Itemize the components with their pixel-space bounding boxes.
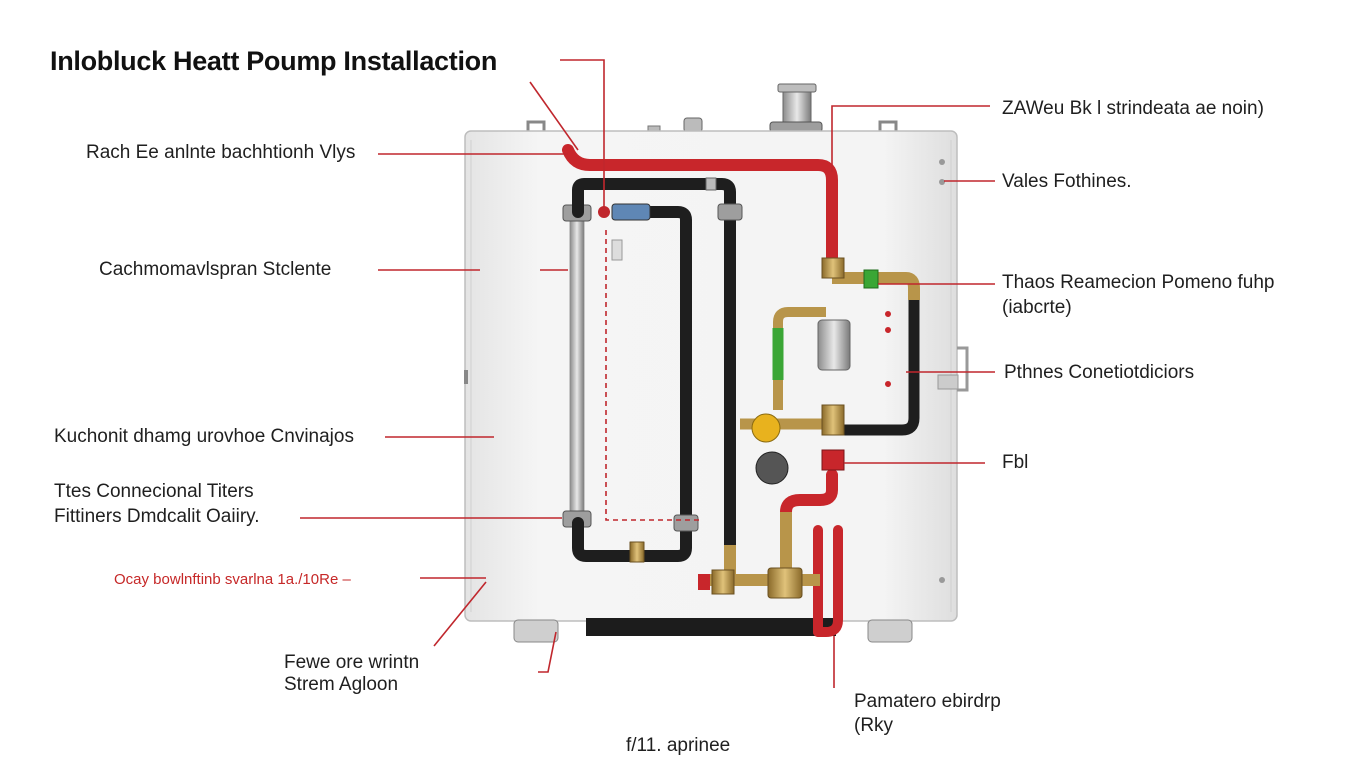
label-bottom-left-a: Fewe ore wrintn: [284, 652, 420, 673]
black-loop-pipe: [572, 177, 743, 563]
brass-manifold: [611, 239, 920, 599]
label-right-4: Pthnes Conetiotdiciors: [1004, 362, 1195, 383]
label-left-3: Kuchonit dhamg urovhoe Cnvinajos: [54, 426, 354, 447]
leader-lines: [300, 59, 995, 688]
label-bottom-right-a: Pamatero ebirdrp: [854, 691, 1001, 712]
label-left-2: Cachmomavlspran Stclente: [99, 259, 332, 280]
unit-cabinet: [464, 130, 969, 643]
label-bottom-left-b: Strem Agloon: [284, 674, 399, 695]
label-right-3b: (iabcrte): [1002, 297, 1072, 318]
label-left-1: Rach Ee anlnte bachhtionh Vlys: [86, 142, 356, 163]
label-left-5: Ocay bowlnftinb svarlna 1a./10Re –: [114, 571, 351, 588]
top-fittings: [526, 83, 898, 133]
label-right-2: Vales Fothines.: [1002, 171, 1132, 192]
label-right-5: Fbl: [1002, 452, 1029, 473]
label-right-3a: Thaos Reamecion Pomeno fuhp: [1002, 272, 1275, 293]
label-left-4b: Fittiners Dmdcalit Oaiiry.: [54, 506, 260, 527]
diagram-title: Inlobluck Heatt Poump Installaction: [50, 46, 498, 76]
steel-tube: [562, 204, 592, 528]
label-bottom-center: f/11. aprinee: [626, 735, 731, 756]
label-left-4a: Ttes Connecional Titers: [54, 481, 254, 502]
label-bottom-right-b: (Rky: [854, 715, 894, 736]
label-right-1: ZAWeu Bk l strindeata ae noin): [1002, 98, 1264, 119]
